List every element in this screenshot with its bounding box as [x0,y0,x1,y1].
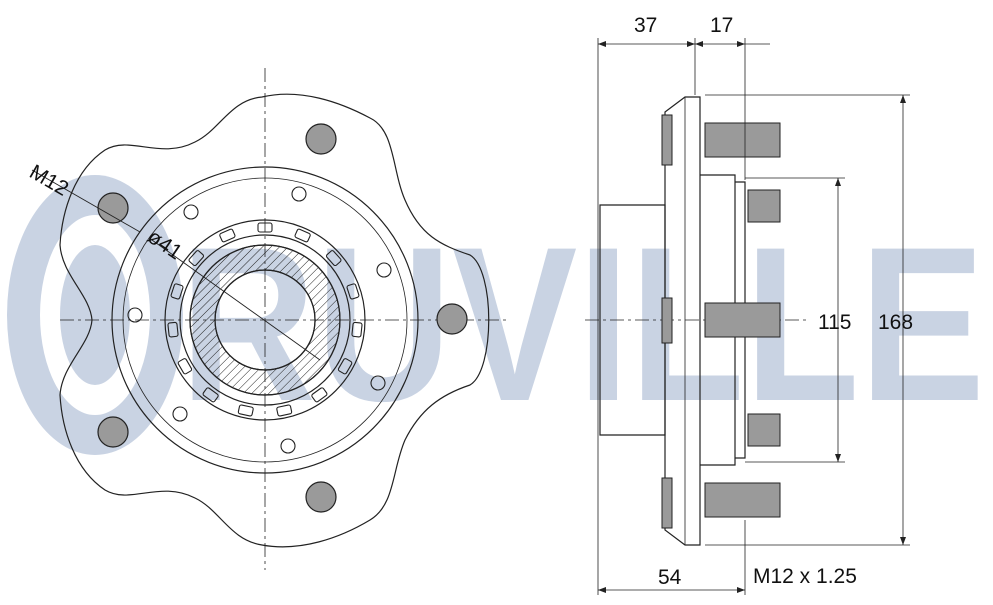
side-stud [747,189,781,223]
abs-slot [202,387,219,403]
wheel-stud [97,416,129,448]
abs-slot [188,250,205,267]
wheel-studs [97,123,468,513]
abs-slot [276,404,293,417]
watermark-text: RUVILLE [180,201,985,447]
thread-spec-label: M12 x 1.25 [753,565,857,588]
abs-slot [337,358,353,375]
flange-circle-outer [111,166,419,474]
dim-pcd-label: 115 [818,311,851,334]
side-stud [704,122,781,158]
side-studs [661,114,781,529]
small-hole [127,307,143,323]
dim-37-label: 37 [634,14,657,37]
side-stud [704,302,781,338]
watermark-logo: RUVILLE [7,175,985,455]
m12-leader [31,169,141,233]
side-stud [704,482,781,518]
abs-slot [177,358,193,375]
side-view [585,38,910,595]
abs-slot [219,228,236,243]
small-hole [183,204,199,220]
dim-outer-label: 168 [878,311,913,334]
bore-leader [151,239,321,361]
small-hole [280,438,296,454]
stud-head [661,477,673,529]
abs-slot [170,283,184,300]
wheel-stud [305,123,337,155]
small-hole [291,186,307,202]
abs-ring-inner [179,234,351,406]
wheel-stud [97,192,129,224]
stud-head [661,114,673,166]
abs-slot [237,404,254,417]
ruville-emblem [7,175,183,455]
small-hole [172,406,188,422]
small-hole [370,375,386,391]
abs-slot [311,387,328,403]
side-stud [747,413,781,447]
bolt-circle [122,177,408,463]
abs-slot [351,321,363,338]
flange-outline [59,93,490,548]
wheel-stud [305,481,337,513]
abs-tone-ring-slots [167,222,363,417]
dim-17-label: 17 [710,14,733,37]
abs-slot [167,321,179,338]
bolt-circle-holes [127,186,392,454]
abs-slot [346,283,360,300]
abs-slot [325,250,342,267]
abs-slot [257,222,273,233]
small-hole [376,262,392,278]
stud-head [661,297,673,344]
front-view [31,68,510,570]
center-bore [214,269,316,371]
abs-ring-outer [164,219,366,421]
abs-slot [294,228,311,243]
wheel-stud [436,303,468,335]
dimension-arrows [598,41,906,593]
dim-length-label: 54 [658,566,682,589]
